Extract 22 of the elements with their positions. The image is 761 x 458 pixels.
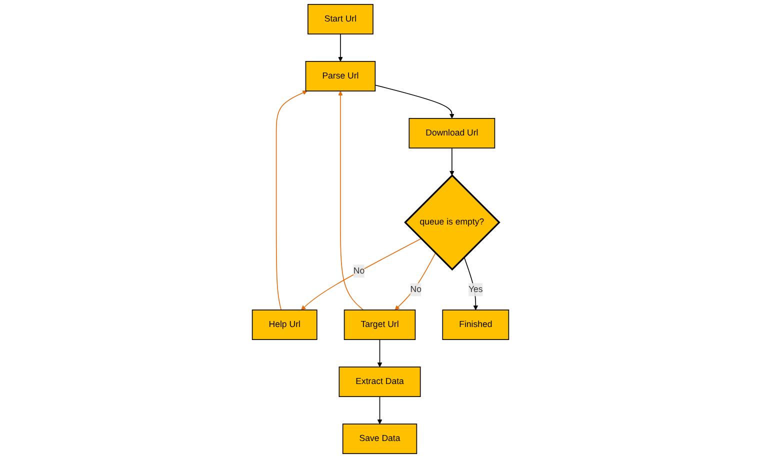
arrow bbox=[450, 148, 454, 176]
node-box: Download Url bbox=[408, 118, 496, 148]
edge-label: No bbox=[410, 284, 422, 294]
edge-label: No bbox=[353, 266, 365, 276]
edge-label: Yes bbox=[468, 284, 483, 294]
arrow bbox=[300, 238, 422, 310]
arrow bbox=[338, 90, 364, 310]
node-box: Save Data bbox=[342, 424, 418, 454]
node-box: Extract Data bbox=[338, 366, 421, 398]
node-box: Target Url bbox=[344, 310, 416, 340]
node-diamond: queue is empty? bbox=[404, 174, 500, 271]
node-box: Start Url bbox=[308, 4, 374, 34]
node-box: Finished bbox=[442, 310, 510, 340]
arrow bbox=[374, 84, 454, 119]
arrow bbox=[394, 252, 436, 310]
arrow bbox=[377, 339, 382, 368]
arrow bbox=[377, 396, 382, 424]
arrow bbox=[464, 256, 478, 310]
arrow bbox=[276, 90, 308, 310]
node-box: Help Url bbox=[252, 310, 318, 340]
arrow bbox=[338, 34, 343, 62]
node-box: Parse Url bbox=[305, 61, 376, 92]
